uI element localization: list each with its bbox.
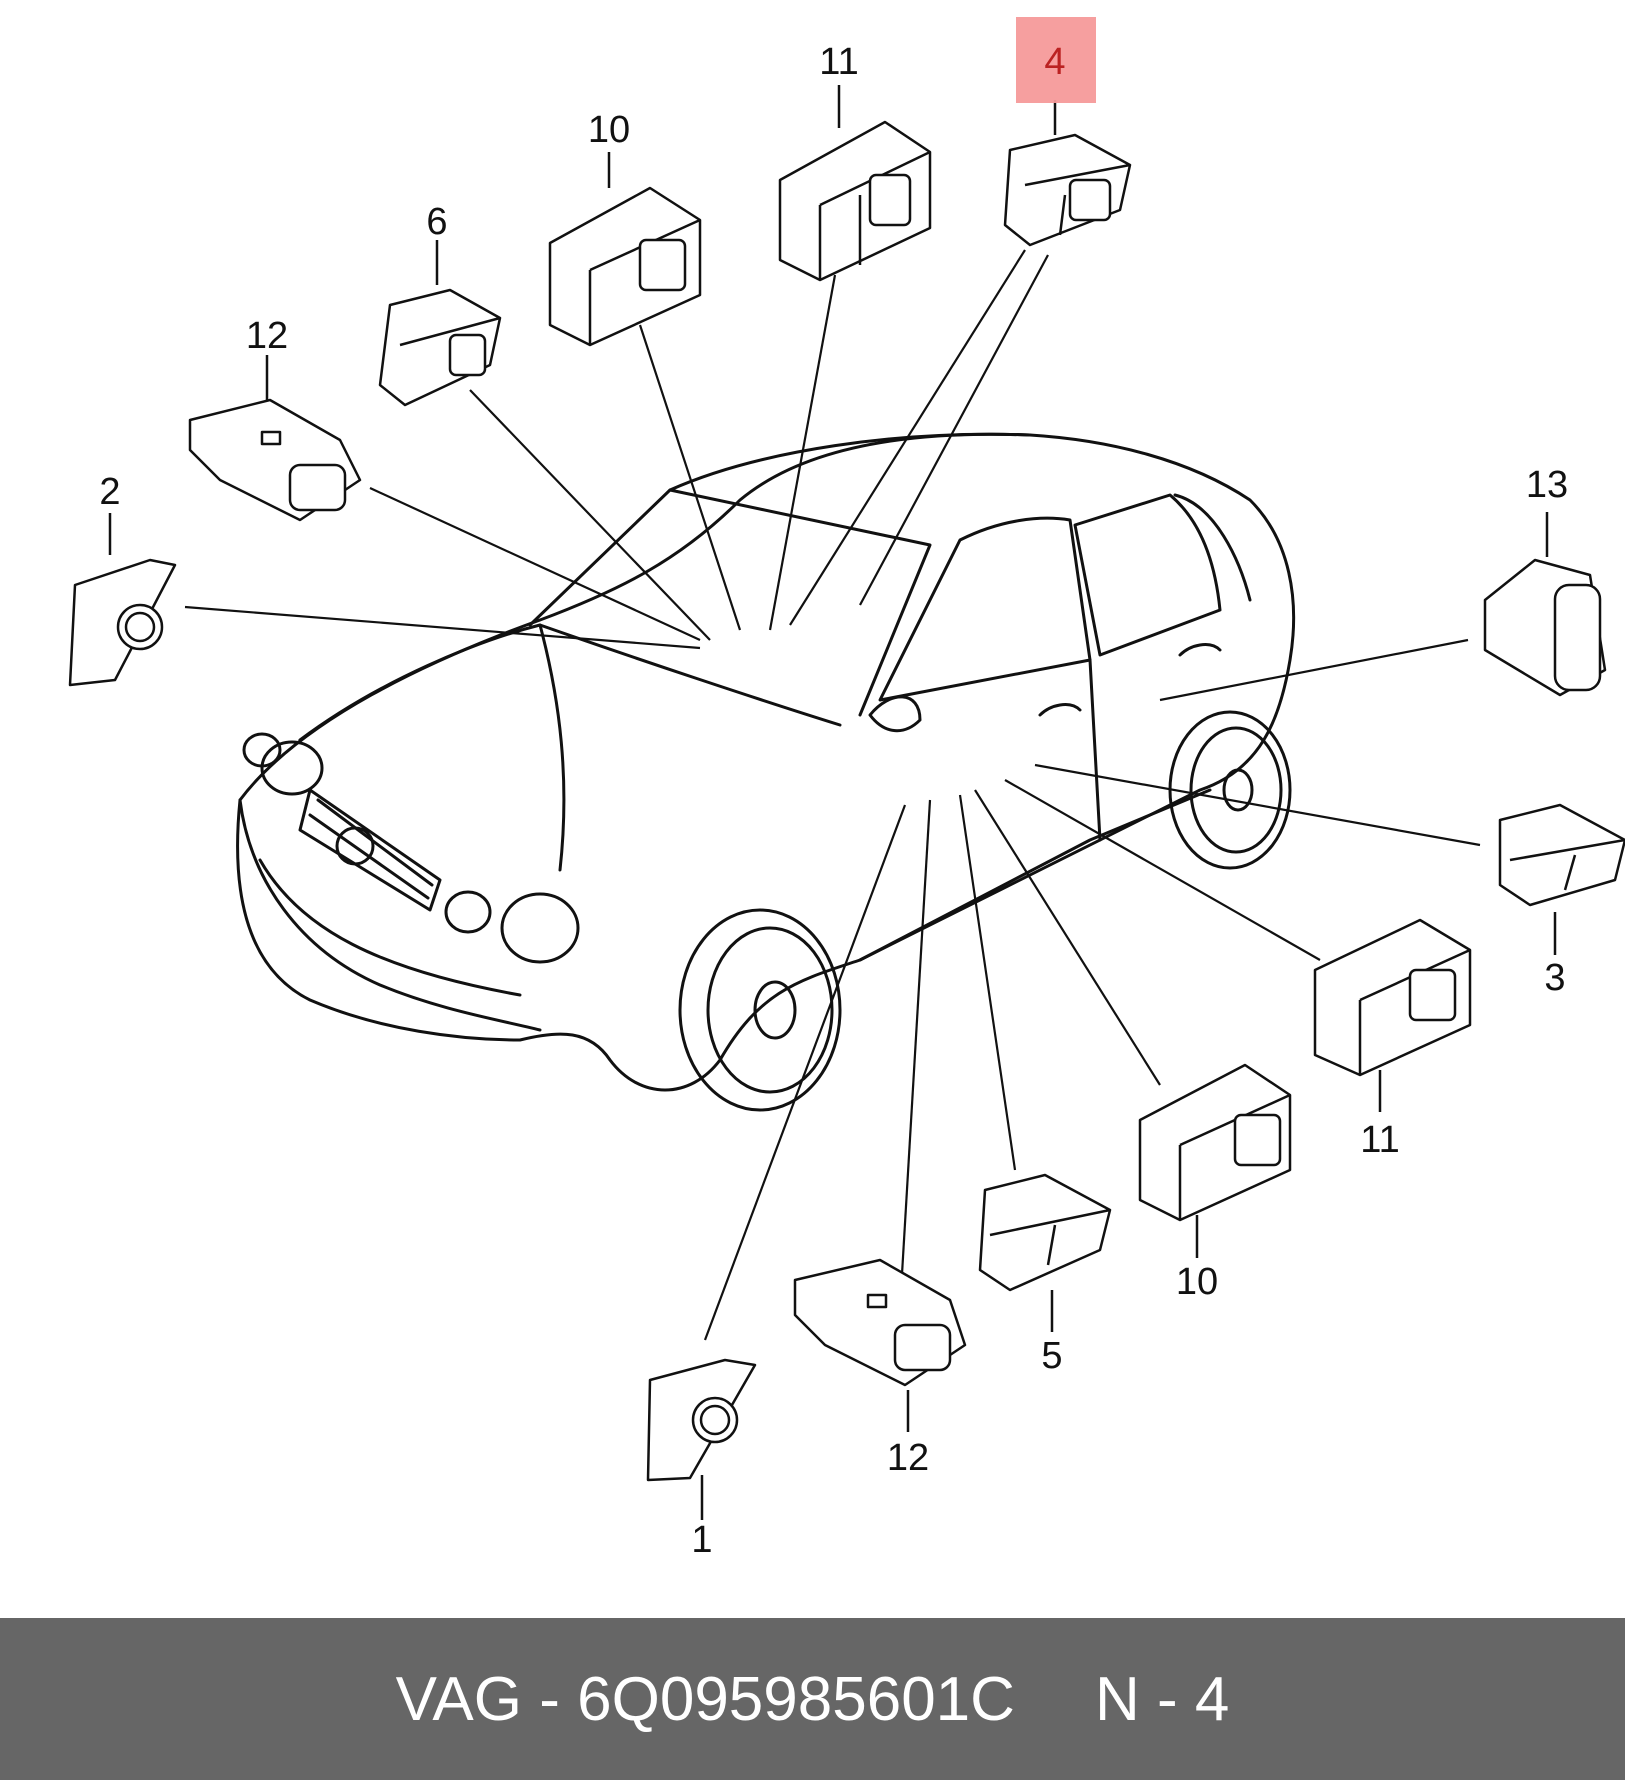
rear-window bbox=[1073, 493, 1222, 657]
fog-small bbox=[242, 732, 282, 768]
switch-11-top bbox=[778, 120, 932, 282]
rear-wheel bbox=[1168, 710, 1292, 870]
switch-13-right bbox=[1483, 558, 1607, 697]
callout-11-top: 11 bbox=[819, 41, 859, 83]
callout-13-right: 13 bbox=[1525, 464, 1569, 506]
vw-logo bbox=[335, 826, 375, 866]
switch-12-bottom bbox=[793, 1258, 967, 1387]
highlight-box bbox=[1016, 17, 1096, 103]
grille bbox=[298, 788, 442, 912]
footer-brand: VAG bbox=[395, 1664, 523, 1734]
switch-11-bottom bbox=[1313, 918, 1472, 1077]
callout-12-bottom: 12 bbox=[886, 1437, 930, 1479]
switch-3-right bbox=[1498, 803, 1625, 907]
callout-10-top: 10 bbox=[587, 109, 631, 151]
switch-4-top bbox=[1003, 133, 1132, 247]
headlight-small bbox=[444, 890, 492, 934]
callout-11-bottom: 11 bbox=[1360, 1119, 1400, 1161]
callout-12-top: 12 bbox=[245, 315, 289, 357]
door-handle-front bbox=[1038, 703, 1082, 717]
rear-quarter bbox=[1173, 493, 1252, 602]
switch-12-top bbox=[188, 398, 362, 522]
front-wheel bbox=[678, 908, 842, 1112]
door-handle-rear bbox=[1178, 643, 1222, 657]
footer-position-label: N - 4 bbox=[1094, 1664, 1230, 1734]
callout-2-left: 2 bbox=[99, 471, 121, 513]
hood-crease bbox=[538, 623, 566, 872]
headlight-left bbox=[500, 892, 580, 964]
hood bbox=[298, 623, 842, 742]
car-body bbox=[236, 432, 1296, 1092]
roof-line bbox=[668, 432, 1032, 492]
fog-left bbox=[260, 740, 324, 796]
door-line bbox=[1088, 658, 1102, 842]
callout-4-top: 4 bbox=[1044, 41, 1066, 83]
front-window bbox=[878, 516, 1092, 702]
callout-1-bottom: 1 bbox=[691, 1519, 713, 1561]
footer-bar: VAG - 6Q095985601C N - 4 bbox=[0, 1618, 1625, 1780]
switch-10-bottom bbox=[1138, 1063, 1292, 1222]
windshield bbox=[528, 488, 932, 717]
switch-5-bottom bbox=[978, 1173, 1112, 1292]
front-bumper bbox=[238, 798, 542, 1032]
callout-3-right: 3 bbox=[1544, 957, 1566, 999]
car-outline-drawing bbox=[68, 85, 1625, 1520]
switch-2-left bbox=[68, 558, 177, 687]
footer-separator: - bbox=[522, 1664, 578, 1734]
parts-diagram: 11 4 10 6 12 2 13 3 11 10 5 12 1 bbox=[68, 17, 1625, 1561]
callout-6-top: 6 bbox=[426, 201, 448, 243]
callout-10-bottom: 10 bbox=[1175, 1261, 1219, 1303]
footer-part-number: 6Q095985601C bbox=[577, 1664, 1015, 1734]
callout-5-bottom: 5 bbox=[1041, 1335, 1063, 1377]
mirror bbox=[868, 695, 922, 733]
switch-10-top bbox=[548, 186, 702, 347]
switch-6-top bbox=[378, 288, 502, 407]
switch-1-bottom bbox=[646, 1358, 757, 1482]
